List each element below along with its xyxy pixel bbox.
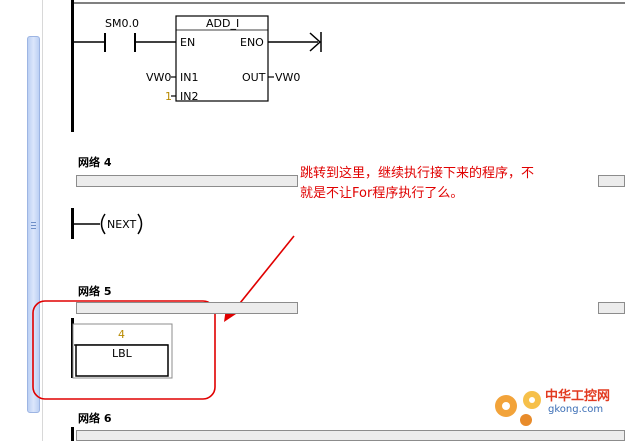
watermark-name: 中华工控网 bbox=[545, 389, 611, 404]
label-number[interactable]: 4 bbox=[118, 328, 125, 341]
power-rail-network-4 bbox=[71, 208, 74, 239]
scrollbar-grip bbox=[31, 225, 36, 226]
network-6-title[interactable]: 网络 6 bbox=[78, 412, 112, 425]
next-coil-label[interactable]: NEXT bbox=[107, 218, 137, 231]
network-5-title[interactable]: 网络 5 bbox=[78, 285, 112, 298]
network-5-comment-right[interactable] bbox=[598, 302, 625, 314]
network-4-title[interactable]: 网络 4 bbox=[78, 156, 112, 169]
power-rail-network-3 bbox=[71, 0, 74, 132]
network-4-comment-right[interactable] bbox=[598, 175, 625, 187]
in2-operand[interactable]: 1 bbox=[165, 90, 172, 103]
contact-address: SM0.0 bbox=[105, 17, 139, 30]
in1-operand[interactable]: VW0 bbox=[146, 71, 172, 84]
power-rail-network-6 bbox=[71, 427, 74, 441]
eno-arrow bbox=[309, 32, 322, 52]
out-operand[interactable]: VW0 bbox=[275, 71, 301, 84]
pin-en: EN bbox=[180, 36, 196, 49]
next-coil-left bbox=[100, 213, 106, 235]
network-5-comment[interactable] bbox=[76, 302, 298, 314]
gear-icon bbox=[495, 391, 541, 426]
annotation-line-2: 就是不让For程序执行了么。 bbox=[300, 186, 464, 201]
network-4-comment[interactable] bbox=[76, 175, 298, 187]
lbl-block bbox=[75, 344, 169, 377]
pin-out: OUT bbox=[242, 71, 266, 84]
pin-in2: IN2 bbox=[180, 90, 199, 103]
highlight-box bbox=[32, 300, 216, 400]
pin-in1: IN1 bbox=[180, 71, 199, 84]
next-coil-right bbox=[137, 213, 143, 235]
block-name: ADD_I bbox=[206, 17, 240, 30]
scrollbar-grip bbox=[31, 222, 36, 223]
scrollbar-thumb[interactable] bbox=[27, 36, 40, 413]
network-6-comment[interactable] bbox=[76, 430, 625, 441]
label-name: LBL bbox=[112, 347, 132, 360]
contact-sm0-0[interactable] bbox=[74, 33, 176, 52]
pin-eno: ENO bbox=[240, 36, 264, 49]
scrollbar-grip bbox=[31, 228, 36, 229]
annotation-line-1: 跳转到这里，继续执行接下来的程序，不 bbox=[300, 166, 535, 181]
watermark-url: gkong.com bbox=[548, 404, 604, 415]
